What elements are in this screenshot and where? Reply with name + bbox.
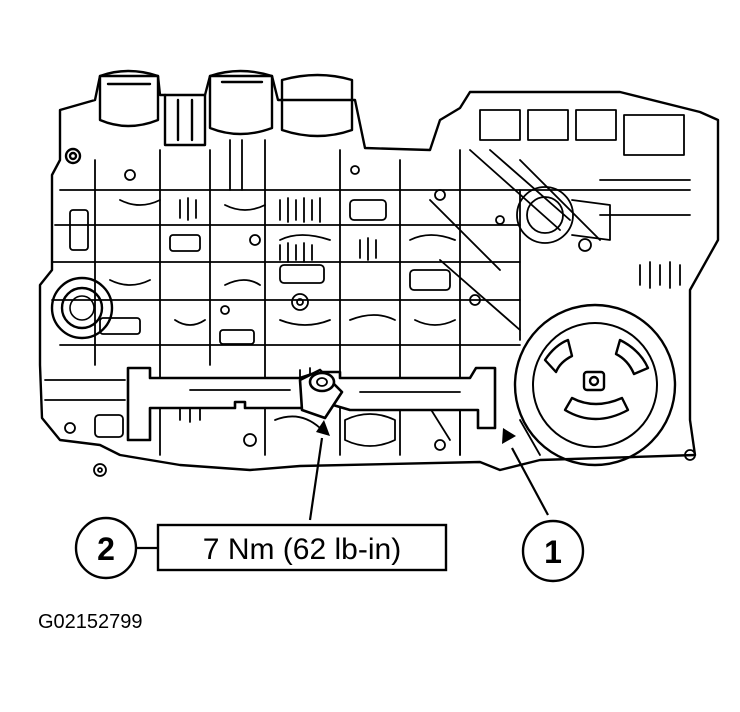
solenoid-housings [64, 69, 354, 165]
bracket-bolt [298, 368, 344, 420]
left-accumulator-ring [50, 276, 114, 340]
callout-1: 1 [521, 519, 585, 583]
callout-1-number: 1 [544, 534, 562, 570]
leader-line-item1 [502, 428, 549, 516]
valve-channels [51, 139, 691, 456]
callout-2-number: 2 [97, 531, 115, 567]
leader-line-item2 [308, 420, 330, 521]
figure-id: G02152799 [38, 611, 143, 633]
valve-body-outline [38, 74, 720, 472]
round-cover [513, 303, 677, 467]
upper-right-panel [429, 109, 691, 331]
callout-2: 2 [74, 516, 138, 580]
bracket-rib [189, 389, 461, 393]
spool-valves [179, 139, 681, 423]
bolt-holes [64, 165, 696, 477]
torque-spec-box: 7 Nm (62 lb-in) [156, 523, 448, 572]
torque-spec-label: 7 Nm (62 lb-in) [203, 533, 401, 566]
